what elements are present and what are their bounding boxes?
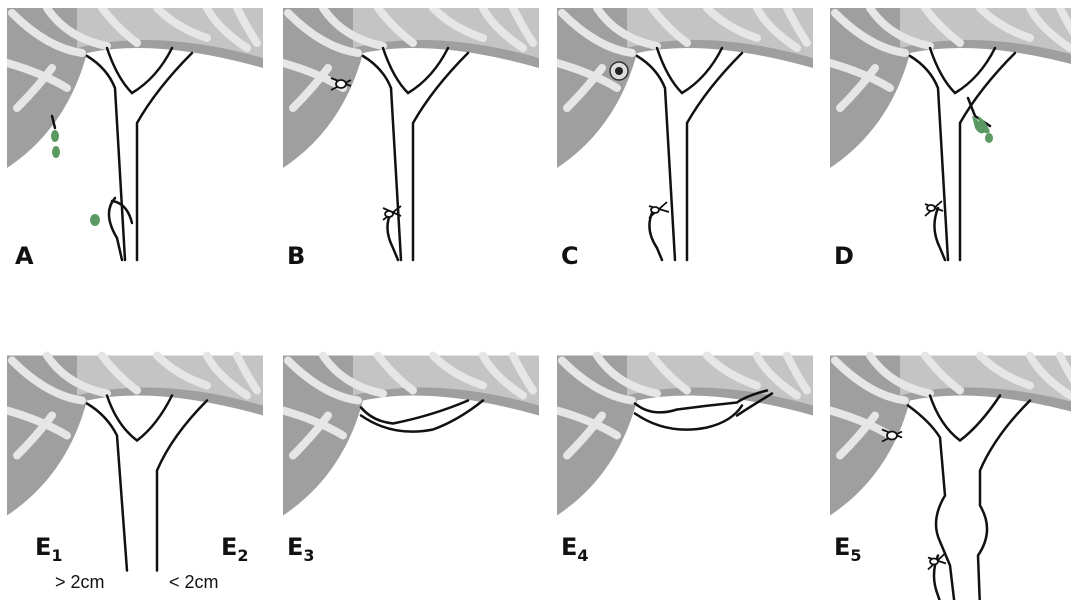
bile-leak-icon [51,130,100,226]
measure-e1: > 2cm [55,572,105,593]
clip-icon [649,202,669,218]
label-e2-letter: E [221,533,237,561]
panel-label-e1: E1 [35,533,63,565]
panel-e4-drawing [557,347,813,600]
panel-d-drawing [830,8,1071,278]
panel-e1-e2: E1 E2 > 2cm < 2cm [7,347,263,600]
panel-b: B [283,8,539,278]
label-e1-sub: 1 [51,546,62,565]
label-e4-sub: 4 [577,546,588,565]
panel-label-e2: E2 [221,533,249,565]
panel-e5-drawing [830,347,1071,600]
panel-label-e3: E3 [287,533,315,565]
panel-label-e4: E4 [561,533,589,565]
panel-label-b: B [287,242,305,270]
label-e3-letter: E [287,533,303,561]
panel-b-drawing [283,8,539,278]
panel-e3: E3 [283,347,539,600]
clip-icon [882,430,946,570]
label-e4-letter: E [561,533,577,561]
panel-label-d: D [834,242,854,270]
label-e5-letter: E [834,533,850,561]
panel-label-e5: E5 [834,533,862,565]
occluded-duct-icon [610,62,628,80]
panel-label-c: C [561,242,579,270]
panel-e4: E4 [557,347,813,600]
panel-e3-drawing [283,347,539,600]
label-e2-sub: 2 [237,546,248,565]
panel-c-drawing [557,8,813,278]
clip-icon [925,201,943,216]
bile-leak-icon [972,116,993,143]
panel-a: A [7,8,263,278]
label-e3-sub: 3 [303,546,314,565]
panel-c: C [557,8,813,278]
panel-d: D [830,8,1071,278]
measure-e2: < 2cm [169,572,219,593]
label-e5-sub: 5 [850,546,861,565]
panel-label-a: A [15,242,34,270]
panel-a-drawing [7,8,263,278]
label-e1-letter: E [35,533,51,561]
panel-e5: E5 [830,347,1071,600]
